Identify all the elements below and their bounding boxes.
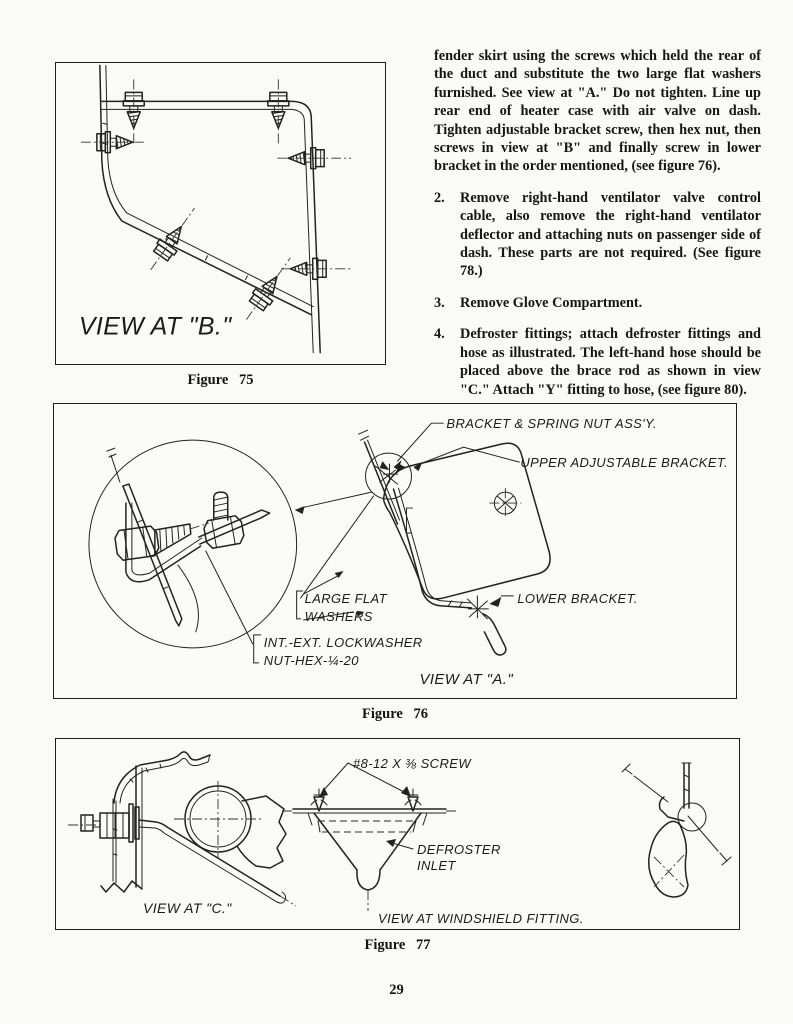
leader-lines [205,422,520,664]
label-large-flat-1: LARGE FLAT [305,591,388,606]
label-lockwasher-2: NUT-HEX-¼-20 [264,653,360,668]
brace-rod [392,487,473,609]
figure-75-caption: Figure 75 [187,372,254,388]
screw-right [404,788,422,812]
centerline [150,207,195,271]
view-at-c-label: VIEW AT "C." [143,900,232,916]
figure-75-box: VIEW AT "B." [55,62,386,365]
list-text: Remove right-hand ventilator valve contr… [460,189,761,280]
figure-76-drawing: BRACKET & SPRING NUT ASS'Y. UPPER ADJUST… [88,416,728,688]
windshield-fitting-drawing [621,762,732,898]
label-upper-adjustable-bracket: UPPER ADJUSTABLE BRACKET. [520,455,728,470]
body-paragraph: fender skirt using the screws which held… [434,48,761,175]
text-column: fender skirt using the screws which held… [434,47,761,399]
centerline [246,257,291,320]
label-defroster-2: INLET [417,858,457,873]
label-lockwasher-1: INT.-EXT. LOCKWASHER [264,635,423,650]
label-large-flat-2: WASHERS [305,609,373,624]
list-number: 2. [434,189,445,206]
list-item: 2. Remove right-hand ventilator valve co… [434,189,761,281]
view-at-a-label: VIEW AT "A." [419,671,513,688]
detail-balloon-circle [88,439,298,649]
view-at-b-label: VIEW AT "B." [79,313,232,341]
figure-77-drawing: VIEW AT "C." [68,751,732,926]
bracket-structure [99,64,321,354]
figure-76-caption: Figure 76 [362,706,428,722]
list-text: Defroster fittings; attach defroster fit… [460,326,761,398]
balloon-detail [106,447,271,633]
callout-circle [365,452,412,500]
lower-bracket-assembly [466,595,507,656]
label-bracket-spring-nut: BRACKET & SPRING NUT ASS'Y. [446,416,656,431]
page-number: 29 [389,982,404,998]
defroster-inlet-drawing [282,788,458,911]
list-number: 3. [434,294,445,311]
list-text: Remove Glove Compartment. [460,294,643,311]
list-item: 3. Remove Glove Compartment. [434,294,761,312]
heater-case-panel [382,442,551,600]
label-defroster-1: DEFROSTER [417,842,501,857]
view-c-drawing [68,751,297,907]
view-at-windshield-label: VIEW AT WINDSHIELD FITTING. [378,911,584,926]
list-number: 4. [434,326,445,343]
figure-76-box: BRACKET & SPRING NUT ASS'Y. UPPER ADJUST… [53,403,737,699]
defroster-leaders [319,762,414,850]
figure-75-drawing: VIEW AT "B." [79,64,354,354]
list-item: 4. Defroster fittings; attach defroster … [434,325,761,399]
figure-77-caption: Figure 77 [364,937,431,953]
figure-77-box: VIEW AT "C." [55,738,740,930]
label-lower-bracket: LOWER BRACKET. [517,591,637,606]
label-screw: #8-12 X ⅜ SCREW [353,756,472,771]
